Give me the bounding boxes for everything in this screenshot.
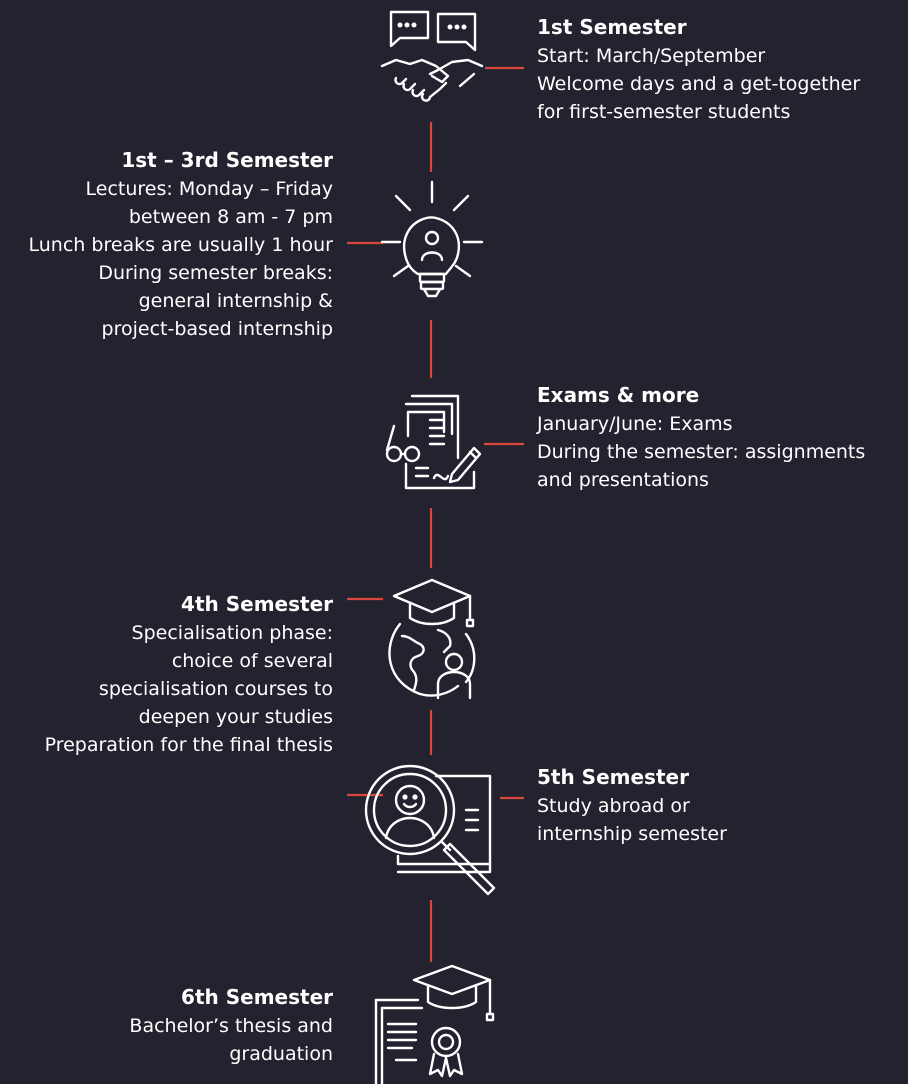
step-title: 6th Semester bbox=[181, 985, 333, 1009]
step-line: Welcome days and a get-together bbox=[537, 73, 861, 95]
step-fifth-semester: 5th Semester Study abroad or internship … bbox=[537, 762, 727, 848]
step-line: choice of several bbox=[171, 650, 333, 672]
step-title: 4th Semester bbox=[181, 592, 333, 616]
step-title: 5th Semester bbox=[537, 765, 689, 789]
step-title: 1st Semester bbox=[537, 15, 687, 39]
step-first-to-third-semester: 1st – 3rd Semester Lectures: Monday – Fr… bbox=[29, 145, 333, 343]
step-fourth-semester: 4th Semester Specialisation phase: choic… bbox=[45, 589, 333, 759]
step-line: specialisation courses to bbox=[98, 678, 333, 700]
step-title: 1st – 3rd Semester bbox=[121, 148, 333, 172]
diploma-certificate-icon bbox=[374, 964, 495, 1084]
exam-document-icon bbox=[385, 394, 482, 490]
step-line: Start: March/September bbox=[537, 45, 766, 67]
step-line: deepen your studies bbox=[138, 706, 333, 728]
step-line: During semester breaks: bbox=[98, 262, 333, 284]
step-line: for first-semester students bbox=[537, 101, 791, 123]
step-line: Specialisation phase: bbox=[131, 622, 333, 644]
step-line: between 8 am - 7 pm bbox=[128, 206, 333, 228]
step-line: Lunch breaks are usually 1 hour bbox=[28, 234, 333, 256]
step-line: project-based internship bbox=[101, 318, 333, 340]
profile-search-icon bbox=[364, 764, 496, 896]
step-line: internship semester bbox=[537, 823, 727, 845]
step-line: graduation bbox=[229, 1043, 333, 1065]
step-sixth-semester: 6th Semester Bachelor’s thesis and gradu… bbox=[129, 982, 333, 1068]
step-line: January/June: Exams bbox=[537, 413, 733, 435]
step-first-semester: 1st Semester Start: March/September Welc… bbox=[537, 12, 860, 126]
step-line: During the semester: assignments bbox=[537, 441, 866, 463]
step-line: Bachelor’s thesis and bbox=[129, 1015, 333, 1037]
globe-graduation-icon bbox=[388, 578, 476, 700]
step-line: Study abroad or bbox=[537, 795, 690, 817]
step-line: and presentations bbox=[537, 469, 709, 491]
step-line: Preparation for the final thesis bbox=[44, 734, 333, 756]
step-exams: Exams & more January/June: Exams During … bbox=[537, 380, 865, 494]
lightbulb-icon bbox=[380, 180, 484, 298]
handshake-chat-icon bbox=[380, 10, 484, 102]
step-line: Lectures: Monday – Friday bbox=[85, 178, 333, 200]
step-title: Exams & more bbox=[537, 383, 700, 407]
step-line: general internship & bbox=[138, 290, 333, 312]
